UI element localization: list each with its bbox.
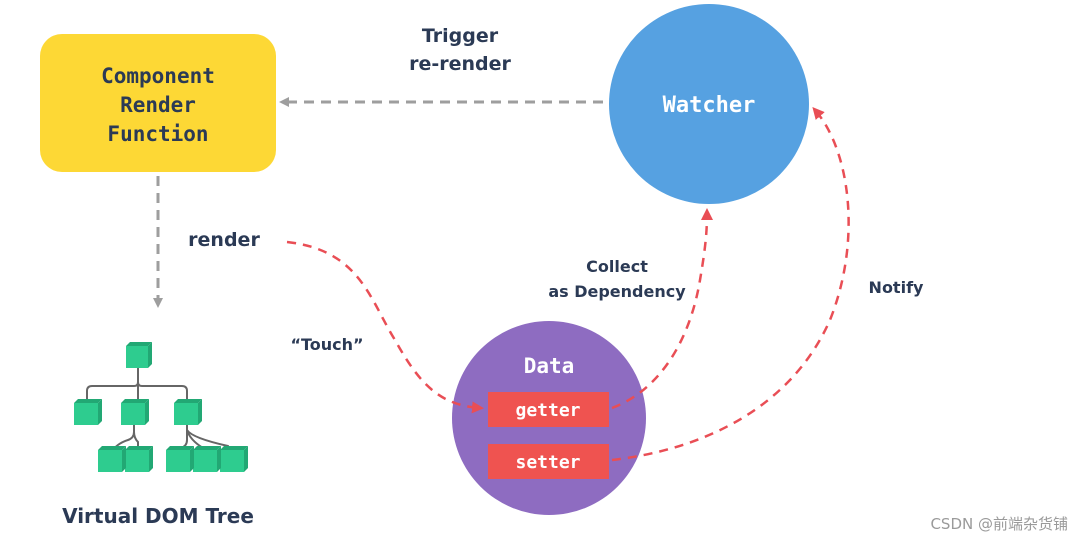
virtual-dom-tree-label: Virtual DOM Tree (62, 504, 254, 528)
watcher-node: Watcher (609, 4, 809, 204)
component-render-function-node: Component Render Function (40, 34, 276, 172)
component-label-line1: Component (101, 64, 215, 88)
virtual-dom-tree-icon (74, 342, 248, 472)
data-label: Data (524, 354, 575, 378)
component-label-line2: Render (120, 93, 196, 117)
trigger-label-line1: Trigger (422, 25, 499, 47)
getter-pill (488, 392, 609, 427)
touch-arrow (286, 240, 484, 414)
collect-dependency-arrow (611, 208, 713, 410)
getter-label: getter (515, 400, 580, 421)
render-label: render (188, 229, 260, 251)
collect-label-line2: as Dependency (548, 282, 686, 301)
touch-label: “Touch” (290, 335, 363, 354)
notify-label: Notify (869, 278, 924, 297)
data-node: Data getter setter (452, 321, 646, 515)
setter-pill (488, 444, 609, 479)
watcher-label: Watcher (663, 93, 756, 118)
component-label-line3: Function (107, 122, 208, 146)
collect-label-line1: Collect (586, 257, 648, 276)
setter-label: setter (515, 452, 580, 473)
notify-arrow (611, 106, 850, 462)
watermark: CSDN @前端杂货铺 (930, 515, 1068, 533)
trigger-label-line2: re-render (409, 53, 511, 75)
